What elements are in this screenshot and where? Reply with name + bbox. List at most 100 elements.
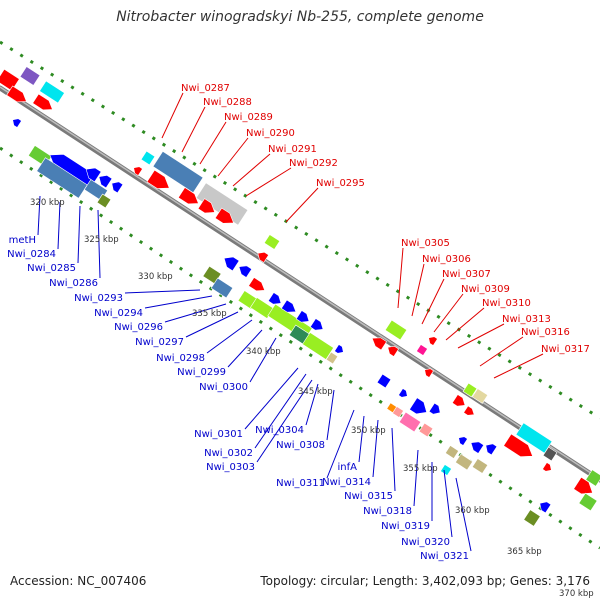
gene-feature-34 — [295, 310, 310, 323]
gene-feature-68 — [542, 462, 552, 472]
gene-feature-59 — [470, 441, 485, 454]
leader-line-blue — [249, 337, 277, 383]
gene-label-red: Nwi_0310 — [482, 298, 531, 309]
gene-block — [140, 150, 156, 166]
leader-line-blue — [144, 295, 213, 309]
gene-block — [462, 382, 478, 398]
gene-arrow — [85, 167, 102, 183]
gene-arrow — [451, 394, 466, 407]
gene-label-red: Nwi_0313 — [502, 314, 551, 325]
gene-block — [19, 66, 41, 86]
tick-label: 370 kbp — [559, 589, 594, 599]
gene-arrow — [177, 187, 199, 205]
tick-label: 330 kbp — [138, 272, 173, 282]
gene-arrow — [398, 388, 408, 398]
gene-feature-23 — [257, 251, 270, 263]
gene-feature-18 — [177, 187, 199, 205]
gene-feature-70 — [585, 469, 600, 487]
gene-arrow — [295, 310, 310, 323]
leader-line-blue — [305, 383, 319, 426]
leader-line-red — [421, 278, 445, 325]
gene-block — [39, 80, 65, 104]
leader-line-layer — [37, 92, 544, 552]
gene-label-layer: Nwi_0287Nwi_0288Nwi_0289Nwi_0290Nwi_0291… — [7, 83, 590, 562]
gene-feature-33 — [280, 299, 297, 313]
gene-label-blue: Nwi_0296 — [114, 322, 163, 333]
genome-backbone — [0, 85, 600, 483]
gene-block — [416, 344, 428, 356]
gene-block — [471, 388, 489, 404]
leader-line-red — [161, 92, 184, 139]
leader-line-blue — [443, 469, 453, 538]
gene-label-blue: infA — [338, 462, 358, 473]
gene-feature-19 — [197, 198, 216, 214]
tick-ring-outer — [0, 40, 600, 420]
gene-label-blue: Nwi_0294 — [94, 308, 143, 319]
gene-label-blue: Nwi_0299 — [177, 367, 226, 378]
gene-label-red: Nwi_0292 — [289, 158, 338, 169]
gene-arrow — [248, 277, 266, 292]
tick-label: 320 kbp — [30, 198, 65, 208]
tick-label: 340 kbp — [246, 347, 281, 357]
gene-arrow — [257, 251, 270, 263]
gene-feature-15 — [152, 150, 204, 194]
gene-feature-64 — [440, 464, 452, 476]
leader-line-red — [199, 121, 227, 165]
gene-feature-52 — [398, 411, 422, 433]
gene-feature-54 — [462, 382, 478, 398]
leader-line-blue — [413, 449, 419, 507]
gene-arrow — [111, 181, 124, 194]
gene-feature-44 — [424, 368, 434, 378]
gene-label-blue: Nwi_0315 — [344, 491, 393, 502]
leader-line-red — [457, 323, 505, 349]
gene-block — [392, 406, 404, 418]
gene-block — [578, 492, 598, 512]
gene-feature-16 — [146, 169, 170, 189]
gene-label-blue: Nwi_0320 — [401, 537, 450, 548]
feature-layer — [0, 66, 600, 527]
gene-arrow — [539, 501, 552, 514]
gene-feature-42 — [387, 345, 400, 357]
gene-block — [195, 182, 249, 226]
gene-label-blue: Nwi_0304 — [255, 425, 304, 436]
tick-label: 360 kbp — [455, 506, 490, 516]
gene-feature-45 — [428, 336, 438, 346]
gene-feature-61 — [444, 445, 460, 459]
gene-feature-38 — [325, 351, 339, 365]
gene-arrow — [309, 318, 324, 331]
gene-feature-53 — [418, 422, 434, 438]
gene-feature-63 — [471, 458, 489, 474]
leader-line-blue — [37, 195, 41, 236]
gene-block — [454, 453, 474, 471]
gene-feature-26 — [223, 256, 240, 272]
leader-line-red — [245, 167, 292, 197]
gene-feature-13 — [111, 181, 124, 194]
gene-feature-67 — [542, 446, 558, 462]
gene-label-blue: Nwi_0285 — [27, 263, 76, 274]
gene-label-red: Nwi_0307 — [442, 269, 491, 280]
gene-block — [471, 458, 489, 474]
gene-label-red: Nwi_0306 — [422, 254, 471, 265]
leader-line-blue — [244, 367, 299, 430]
gene-feature-48 — [409, 397, 428, 415]
gene-feature-51 — [392, 406, 404, 418]
gene-block — [384, 319, 408, 341]
gene-label-blue: metH — [9, 235, 36, 246]
gene-block — [585, 469, 600, 487]
gene-arrow — [463, 405, 475, 416]
gene-block — [444, 445, 460, 459]
gene-block — [325, 351, 339, 365]
tick-label: 350 kbp — [351, 426, 386, 436]
gene-label-blue: Nwi_0298 — [156, 353, 205, 364]
gene-label-blue: Nwi_0297 — [135, 337, 184, 348]
gene-arrow — [197, 198, 216, 214]
gene-label-red: Nwi_0316 — [521, 327, 570, 338]
gene-arrow — [146, 169, 170, 189]
gene-label-blue: Nwi_0311 — [276, 478, 325, 489]
gene-block — [210, 277, 234, 299]
gene-feature-71 — [578, 492, 598, 512]
leader-line-blue — [256, 379, 313, 463]
gene-label-blue: Nwi_0321 — [420, 551, 469, 562]
gene-label-red: Nwi_0288 — [203, 97, 252, 108]
gene-arrow — [542, 462, 552, 472]
